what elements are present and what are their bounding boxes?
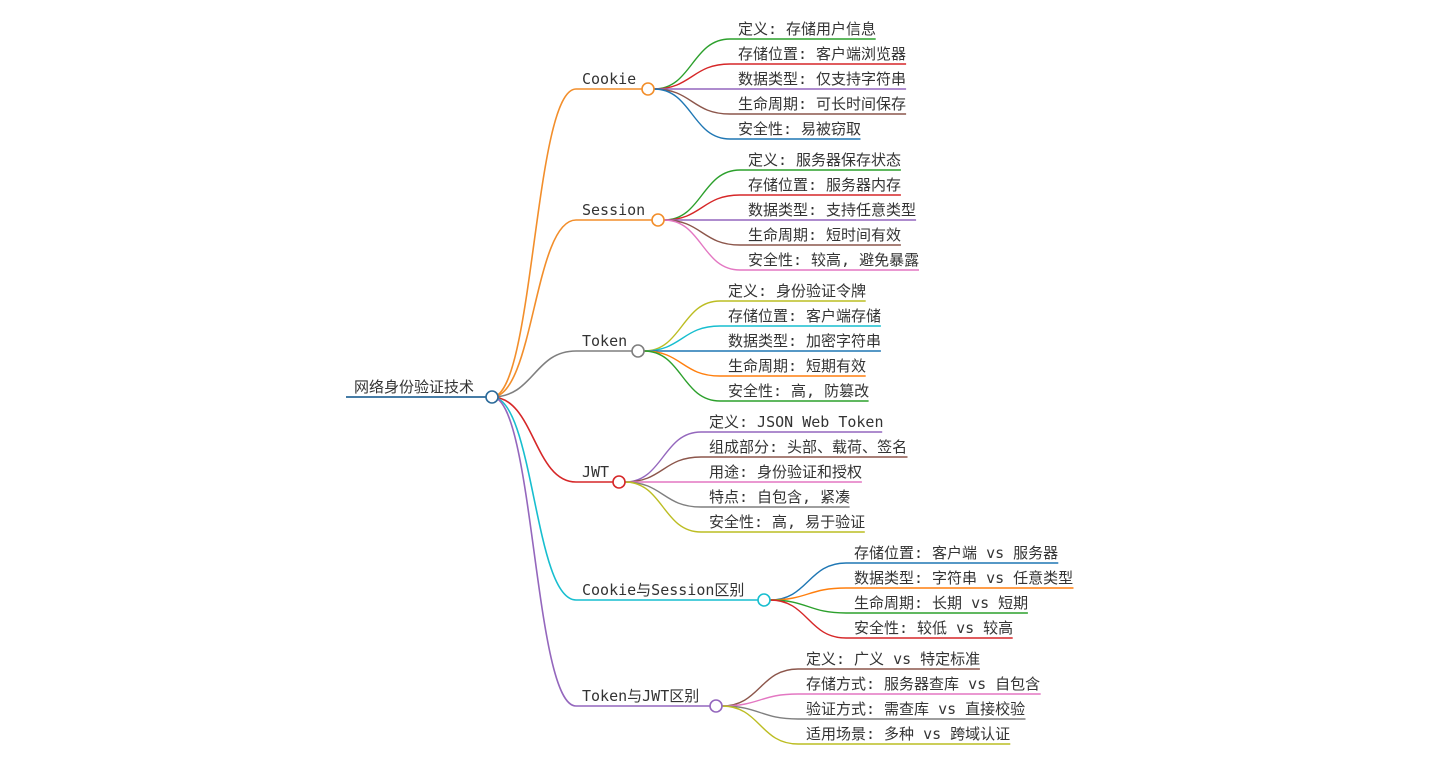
branch-node-toggle[interactable] — [757, 593, 771, 607]
leaf-label[interactable]: 安全性: 高, 易于验证 — [709, 513, 865, 531]
leaf-label[interactable]: 特点: 自包含, 紧凑 — [709, 488, 850, 506]
leaf-connector — [769, 599, 847, 614]
leaf-connector — [721, 705, 799, 745]
branch-node-toggle[interactable] — [612, 475, 626, 489]
branch-label[interactable]: Cookie与Session区别 — [582, 581, 744, 599]
branch-label[interactable]: Cookie — [582, 70, 636, 88]
leaf-label[interactable]: 定义: 广义 vs 特定标准 — [806, 650, 980, 668]
branch-node-toggle[interactable] — [709, 699, 723, 713]
branch-node-toggle[interactable] — [641, 82, 655, 96]
leaf-connector — [643, 350, 721, 402]
leaf-label[interactable]: 数据类型: 加密字符串 — [728, 332, 881, 350]
leaf-label[interactable]: 生命周期: 长期 vs 短期 — [854, 594, 1028, 612]
leaf-connector — [769, 587, 847, 601]
leaf-label[interactable]: 数据类型: 仅支持字符串 — [738, 70, 906, 88]
leaf-connector — [769, 562, 847, 601]
leaf-label[interactable]: 数据类型: 支持任意类型 — [748, 201, 916, 219]
leaf-label[interactable]: 定义: JSON Web Token — [709, 413, 884, 431]
branch-node-toggle[interactable] — [631, 344, 645, 358]
leaf-label[interactable]: 组成部分: 头部、载荷、签名 — [709, 438, 907, 456]
leaf-label[interactable]: 安全性: 易被窃取 — [738, 120, 861, 138]
leaf-label[interactable]: 定义: 存储用户信息 — [738, 20, 876, 38]
leaf-label[interactable]: 存储位置: 客户端 vs 服务器 — [854, 544, 1058, 562]
leaf-label[interactable]: 存储位置: 客户端存储 — [728, 307, 881, 325]
root-label: 网络身份验证技术 — [354, 378, 474, 396]
leaf-label[interactable]: 适用场景: 多种 vs 跨域认证 — [806, 725, 1010, 743]
leaf-connector — [624, 481, 702, 508]
root-node-toggle[interactable] — [485, 390, 499, 404]
leaf-connector — [721, 693, 799, 707]
leaf-label[interactable]: 生命周期: 短时间有效 — [748, 226, 901, 244]
branch-connector — [491, 396, 577, 707]
leaf-label[interactable]: 存储方式: 服务器查库 vs 自包含 — [806, 675, 1040, 693]
leaf-connector — [663, 194, 741, 221]
leaf-connector — [769, 599, 847, 639]
leaf-label[interactable]: 生命周期: 短期有效 — [728, 357, 866, 375]
branch-node-toggle[interactable] — [651, 213, 665, 227]
leaf-label[interactable]: 安全性: 高, 防篡改 — [728, 382, 869, 400]
leaf-label[interactable]: 存储位置: 客户端浏览器 — [738, 45, 906, 63]
branch-connector — [491, 396, 577, 483]
leaf-connector — [653, 38, 731, 90]
leaf-label[interactable]: 安全性: 较低 vs 较高 — [854, 619, 1013, 637]
branch-connector — [491, 350, 577, 398]
leaf-label[interactable]: 安全性: 较高, 避免暴露 — [748, 251, 919, 269]
leaf-connector — [624, 431, 702, 483]
edges-layer — [346, 38, 1074, 745]
leaf-connector — [663, 219, 741, 246]
leaf-connector — [721, 705, 799, 720]
leaf-connector — [653, 63, 731, 90]
leaf-connector — [643, 325, 721, 352]
leaf-label[interactable]: 验证方式: 需查库 vs 直接校验 — [806, 700, 1025, 718]
leaf-label[interactable]: 生命周期: 可长时间保存 — [738, 95, 906, 113]
leaf-label[interactable]: 数据类型: 字符串 vs 任意类型 — [854, 569, 1073, 587]
branch-label[interactable]: Token — [582, 332, 627, 350]
leaf-connector — [643, 300, 721, 352]
leaf-connector — [653, 88, 731, 115]
leaf-label[interactable]: 存储位置: 服务器内存 — [748, 176, 901, 194]
branch-connector — [491, 219, 577, 398]
branch-connector — [491, 396, 577, 601]
leaf-label[interactable]: 定义: 身份验证令牌 — [728, 282, 866, 300]
leaf-connector — [643, 350, 721, 377]
leaf-connector — [624, 456, 702, 483]
leaf-connector — [663, 219, 741, 271]
leaf-label[interactable]: 用途: 身份验证和授权 — [709, 463, 862, 481]
branch-label[interactable]: Session — [582, 201, 645, 219]
branch-label[interactable]: Token与JWT区别 — [582, 687, 699, 705]
leaf-connector — [663, 169, 741, 221]
leaf-connector — [721, 668, 799, 707]
branch-connector — [491, 88, 577, 398]
leaf-label[interactable]: 定义: 服务器保存状态 — [748, 151, 901, 169]
leaf-connector — [653, 88, 731, 140]
leaf-connector — [624, 481, 702, 533]
branch-label[interactable]: JWT — [582, 463, 609, 481]
